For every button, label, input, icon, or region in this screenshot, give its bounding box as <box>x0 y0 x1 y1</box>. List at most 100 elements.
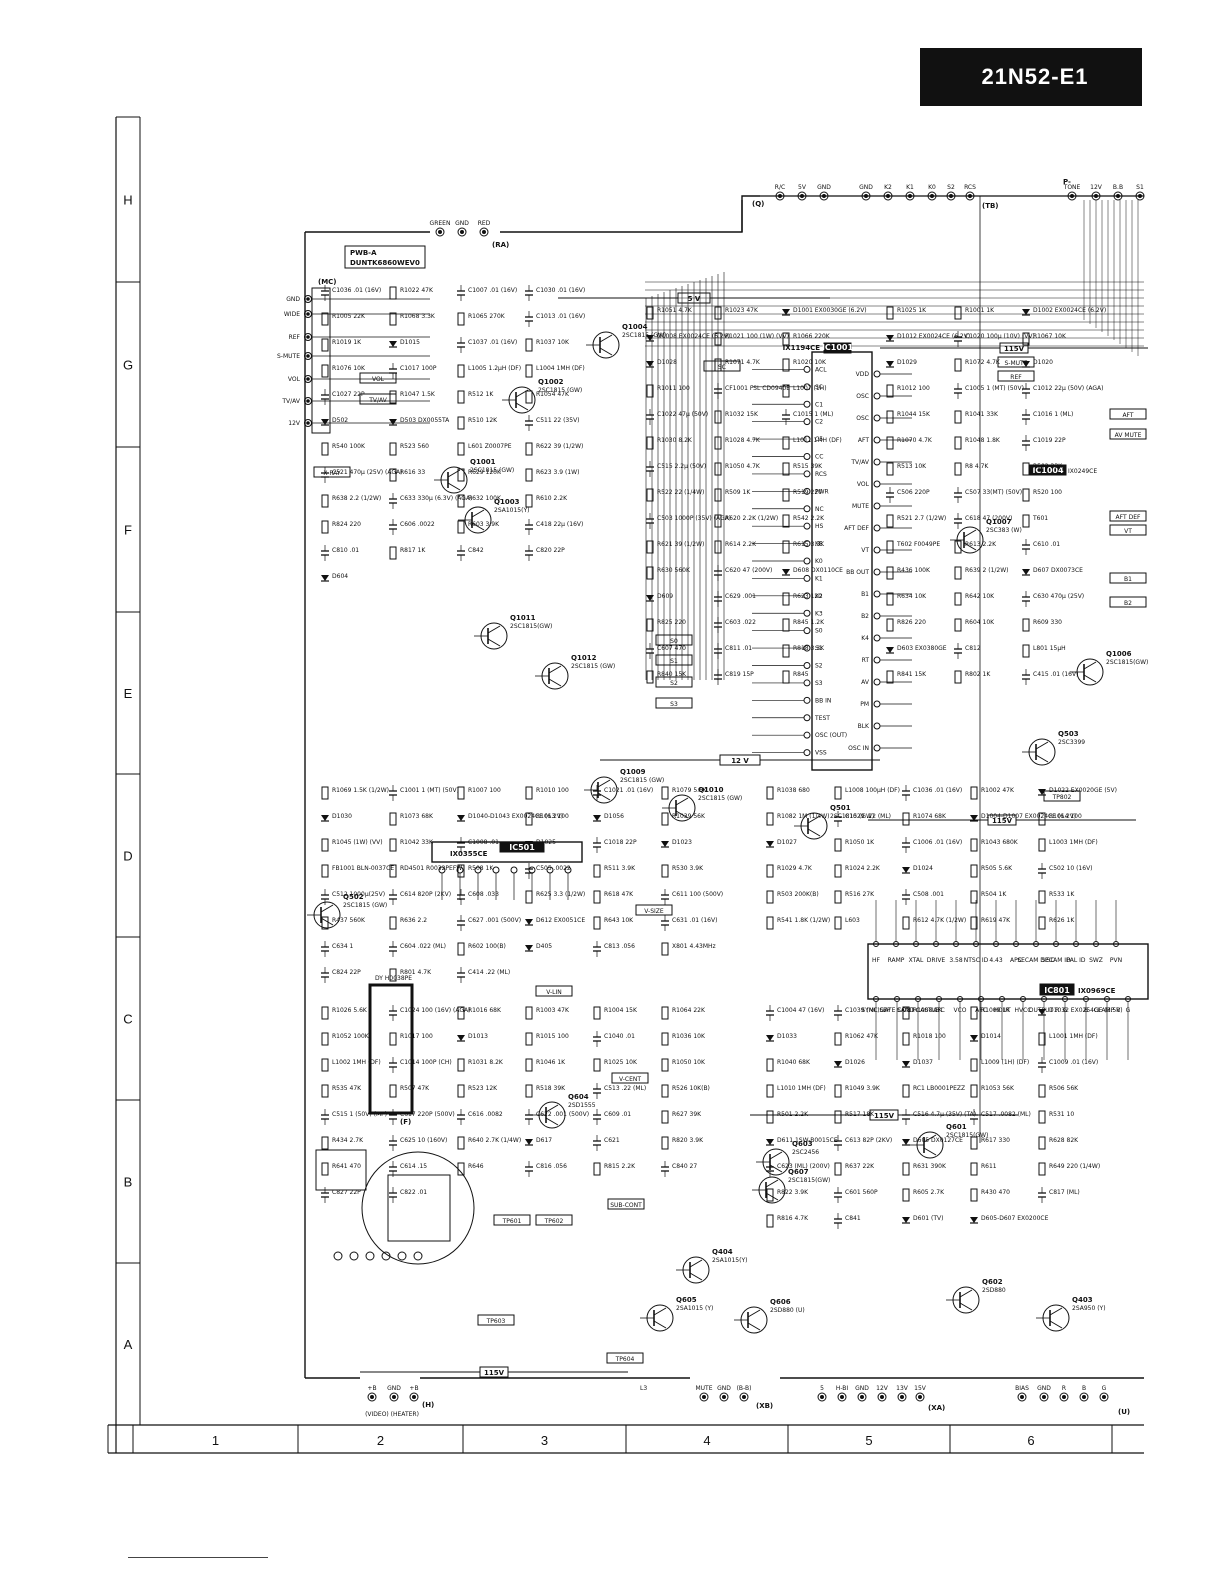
transistor-ref: Q603 <box>792 1140 813 1148</box>
part-label: R1026 5.6K <box>332 1007 368 1014</box>
part-label: D601 (TV) <box>913 1215 943 1222</box>
board-name: PWB-A <box>350 249 377 257</box>
connector-u-pin-label: G <box>1102 1385 1107 1392</box>
ic801-pin-label: SAND CASTLE <box>897 1007 939 1014</box>
crt-pin <box>349 1251 359 1261</box>
connector-q-pin-label: R/C <box>775 184 785 191</box>
connector-ra-pin-label: GREEN <box>430 220 451 227</box>
ic801-pin <box>1033 941 1039 947</box>
transistor-ref: Q1009 <box>620 768 646 776</box>
ic1001-pin-label: OSC <box>856 415 869 422</box>
transistor-ref: Q607 <box>788 1168 809 1176</box>
signal-tag-label: B2 <box>1124 600 1132 607</box>
ic1001-pin-label: VOL <box>857 481 870 488</box>
part-label: R517 18K <box>845 1111 875 1118</box>
signal-tag-label: V-CENT <box>619 1076 641 1083</box>
resistor <box>661 1136 669 1150</box>
part-label: C620 47 (200V) <box>725 567 772 574</box>
diode <box>593 815 601 821</box>
part-label: C1020 100μ (10V) (VV) <box>965 333 1035 340</box>
connector-h-pin-label: GND <box>387 1385 401 1392</box>
connector-q-pin <box>819 191 829 201</box>
connector-xa-pin-dot <box>860 1395 864 1399</box>
part-label: R523 12K <box>468 1085 498 1092</box>
part-label: R643 10K <box>604 917 634 924</box>
connector-xa-pin-label: H-BI <box>836 1385 849 1392</box>
diode <box>766 1035 774 1041</box>
part-label: R1037 10K <box>536 339 570 346</box>
rail-label: 115V <box>874 1112 895 1120</box>
part-label: R631 390K <box>913 1163 947 1170</box>
part-label: C840 27 <box>672 1163 697 1170</box>
resistor <box>766 812 774 826</box>
connector-h-caption: (VIDEO) (HEATER) <box>365 1411 419 1418</box>
ic501-pin <box>438 866 446 874</box>
resistor <box>661 1006 669 1020</box>
resistor <box>886 566 894 580</box>
part-label: R1046 1K <box>536 1059 566 1066</box>
connector-h-pin <box>409 1392 419 1402</box>
part-label: D1033 <box>777 1033 797 1040</box>
signal-tag-label: V-SIZE <box>644 908 664 915</box>
resistor <box>593 1162 601 1176</box>
part-label: C1024 100 (16V) (AGA) <box>400 1007 471 1014</box>
resistor <box>782 436 790 450</box>
connector-q-pin-label: 5V <box>798 184 807 191</box>
ic801-part: IX0969CE <box>1078 987 1116 995</box>
resistor <box>834 864 842 878</box>
part-label: L1007 (1H) <box>793 385 827 392</box>
resistor <box>970 1006 978 1020</box>
ic1001-pin <box>803 696 811 704</box>
diode <box>1038 789 1046 795</box>
ic801-pin-label: HF <box>872 957 881 964</box>
ic1001-pin <box>873 700 881 708</box>
grid-col-label: 4 <box>703 1433 710 1448</box>
rail-label: 115V <box>484 1369 505 1377</box>
ic1001-pin-label: BB IN <box>815 697 831 704</box>
connector-xa-pin <box>877 1392 887 1402</box>
ic1001-pin <box>873 546 881 554</box>
resistor <box>886 540 894 554</box>
part-label: R1032 15K <box>725 411 759 418</box>
resistor <box>525 1006 533 1020</box>
part-label: L1001 1MH (DF) <box>1049 1033 1098 1040</box>
part-label: D1040-D1043 EX0024CE (6.2V) <box>468 813 563 820</box>
wire <box>1049 1320 1063 1329</box>
resistor <box>457 1136 465 1150</box>
connector-xa-pin-dot <box>900 1395 904 1399</box>
part-label: C613 82P (2KV) <box>845 1137 892 1144</box>
part-label: D1056 <box>604 813 624 820</box>
part-label: C606 .0022 <box>400 521 435 528</box>
part-label: C608 .033 <box>468 891 499 898</box>
part-label: C1027 22P <box>332 391 365 398</box>
resistor <box>321 442 329 456</box>
part-label: L603 <box>845 917 860 924</box>
signal-tag-label: S2 <box>670 680 678 687</box>
resistor <box>886 670 894 684</box>
ic1001-pin <box>803 470 811 478</box>
part-label: C622 .001 (500V) <box>536 1111 589 1118</box>
part-label: D1008 EX0024CE (6.2V) <box>657 333 730 340</box>
resistor <box>661 1032 669 1046</box>
connector-p-pin <box>1067 191 1077 201</box>
part-label: R802 1K <box>965 671 991 678</box>
crt-pin <box>413 1251 423 1261</box>
ic801-pin <box>1062 996 1068 1002</box>
resistor <box>389 546 397 560</box>
resistor <box>834 1084 842 1098</box>
signal-tag <box>655 676 693 688</box>
resistor <box>389 312 397 326</box>
part-label: R1018 100 <box>913 1033 946 1040</box>
connector-xb-pin-label: (B-B) <box>737 1385 752 1392</box>
part-label: D405 <box>536 943 552 950</box>
resistor <box>886 514 894 528</box>
signal-tag-label: TP603 <box>486 1318 506 1325</box>
part-label: FB1001 BLN-0037CE <box>332 865 394 872</box>
transistor-part: 2SD880 <box>982 1287 1006 1294</box>
resistor <box>321 1058 329 1072</box>
ic1001-pin-label: S0 <box>815 628 823 635</box>
part-label: R1025 1K <box>897 307 927 314</box>
part-label: R1043 680K <box>981 839 1019 846</box>
transistor-q502 <box>313 901 341 929</box>
ic1001-pin-label: BLK <box>858 723 870 730</box>
